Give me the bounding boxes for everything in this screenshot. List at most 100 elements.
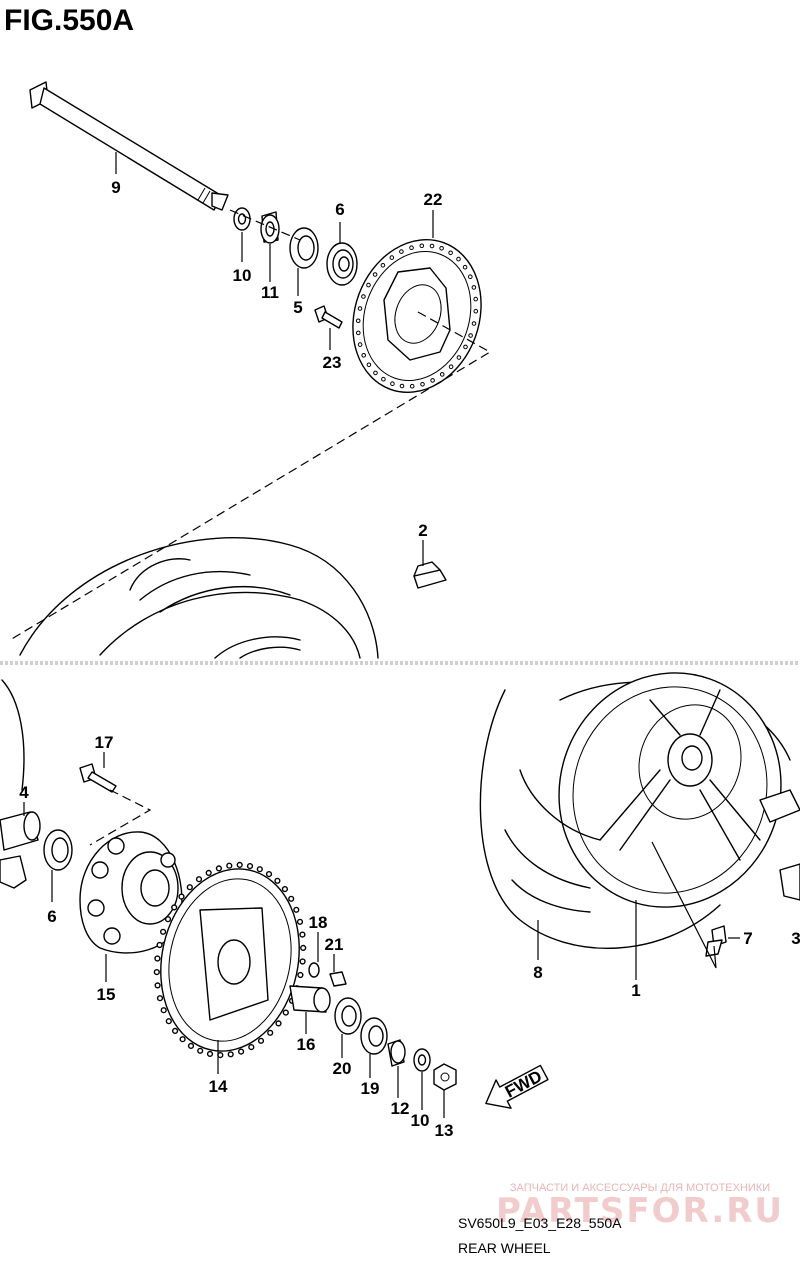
disc-hole: [399, 383, 405, 389]
washer-10-top-drawing: [233, 207, 251, 231]
sprocket-tooth: [256, 866, 263, 873]
brake-disc-22-drawing: [352, 238, 482, 394]
callout-2: 2: [418, 521, 427, 540]
sprocket-tooth: [257, 1037, 265, 1044]
sprocket-tooth: [164, 916, 172, 923]
disc-hole: [429, 243, 435, 249]
disc-hole: [462, 264, 468, 270]
disc-hole: [355, 318, 361, 324]
disc-hole: [468, 333, 473, 338]
disc-hole: [468, 274, 473, 280]
oil-seal-5-drawing: [289, 227, 319, 269]
disc-hole: [381, 376, 386, 382]
disc-hole: [373, 370, 378, 376]
disc-hole: [463, 344, 468, 350]
sprocket-tooth: [153, 968, 160, 976]
sprocket-tooth: [154, 982, 161, 989]
sprocket-tooth: [178, 893, 185, 900]
callout-4: 4: [19, 783, 29, 802]
sprocket-tooth: [238, 1048, 245, 1055]
sprocket-tooth: [154, 955, 161, 962]
callout-6-bottom: 6: [47, 907, 56, 926]
callout-14: 14: [209, 1077, 228, 1096]
bearing-20-drawing: [334, 997, 362, 1035]
spacer-12-drawing: [387, 1039, 406, 1067]
callout-6-top: 6: [335, 200, 344, 219]
disc-hole: [448, 364, 454, 370]
spacer-16-drawing: [289, 985, 331, 1013]
disc-hole: [420, 382, 425, 387]
sprocket-tooth: [299, 958, 306, 965]
oil-seal-19-drawing: [360, 1017, 388, 1055]
sprocket-tooth: [172, 1027, 179, 1035]
callout-21: 21: [325, 935, 344, 954]
axle-drawing: [29, 81, 229, 211]
watermark: ЗАПЧАСТИ И АКСЕССУАРЫ ДЛЯ МОТОТЕХНИКИ PA…: [496, 1182, 784, 1231]
disc-hole: [409, 245, 414, 250]
sprocket-tooth: [187, 1042, 195, 1050]
sprocket-tooth: [226, 862, 233, 869]
callout-10-bottom: 10: [411, 1111, 430, 1130]
callout-13: 13: [435, 1121, 454, 1140]
callout-12: 12: [391, 1099, 410, 1118]
disc-hole: [356, 330, 361, 336]
sprocket-tooth: [160, 1007, 167, 1014]
callout-18: 18: [309, 913, 328, 932]
sprocket-tooth: [179, 1036, 186, 1043]
callout-16: 16: [297, 1035, 316, 1054]
forward-direction-arrow: FWD: [485, 1064, 549, 1109]
sprocket-tooth: [274, 877, 281, 884]
disc-hole: [390, 381, 395, 387]
disc-hole: [471, 285, 477, 290]
sprocket-tooth: [156, 995, 164, 1002]
disc-hole: [448, 250, 453, 256]
axle-nut-13-drawing: [433, 1063, 457, 1091]
watermark-logo: PARTSFOR.RU: [496, 1191, 784, 1231]
sprocket-tooth: [275, 1020, 282, 1027]
sprocket-tooth: [165, 1018, 172, 1025]
disc-hole: [439, 246, 444, 251]
disc-hole: [361, 353, 367, 358]
sprocket-tooth: [171, 904, 178, 911]
disc-hole: [473, 296, 479, 302]
washer-10-bottom-drawing: [413, 1048, 431, 1072]
callout-17: 17: [95, 733, 114, 752]
callout-20: 20: [333, 1059, 352, 1078]
leader-lines: [23, 152, 740, 1118]
callout-15: 15: [97, 985, 116, 1004]
bearing-6-top-drawing: [326, 242, 358, 286]
callout-9: 9: [111, 178, 120, 197]
callout-8: 8: [533, 963, 542, 982]
valve-7-drawing: [705, 925, 727, 957]
callout-5: 5: [293, 298, 302, 317]
spacer-4-drawing: [0, 811, 41, 851]
sprocket-tooth: [293, 906, 300, 913]
watermark-tagline: ЗАПЧАСТИ И АКСЕССУАРЫ ДЛЯ МОТОТЕХНИКИ: [510, 1182, 770, 1194]
alignment-line: [229, 209, 301, 241]
sprocket-tooth: [267, 1029, 274, 1036]
callout-19: 19: [361, 1079, 380, 1098]
figure-caption: REAR WHEEL: [458, 1240, 551, 1256]
sprocket-tooth: [288, 895, 295, 902]
callout-3: 3: [791, 929, 800, 948]
nut-21-drawing: [329, 971, 347, 987]
sprocket-tooth: [206, 1050, 214, 1058]
sprocket-tooth: [297, 971, 304, 979]
disc-hole: [430, 378, 435, 383]
rear-wheel-tire-drawing: [479, 672, 800, 949]
disc-hole: [380, 263, 386, 268]
disc-hole: [471, 321, 477, 326]
sprocket-tooth: [205, 869, 212, 877]
disc-hole: [456, 355, 462, 360]
model-code: SV650L9_E03_E28_550A: [458, 1215, 622, 1231]
disc-hole: [473, 308, 479, 314]
sprocket-tooth: [215, 865, 223, 872]
part-callouts: 9 10 11 5 6 22 23 2 4 6 17 15 14 18 21 1…: [19, 178, 800, 1140]
disc-hole: [366, 362, 372, 368]
disc-hole: [456, 256, 461, 262]
sprocket-tooth: [248, 1043, 255, 1051]
cushion-right-drawing: [779, 863, 800, 901]
disc-hole: [357, 306, 363, 311]
figure-title: FIG.550A: [4, 4, 134, 37]
